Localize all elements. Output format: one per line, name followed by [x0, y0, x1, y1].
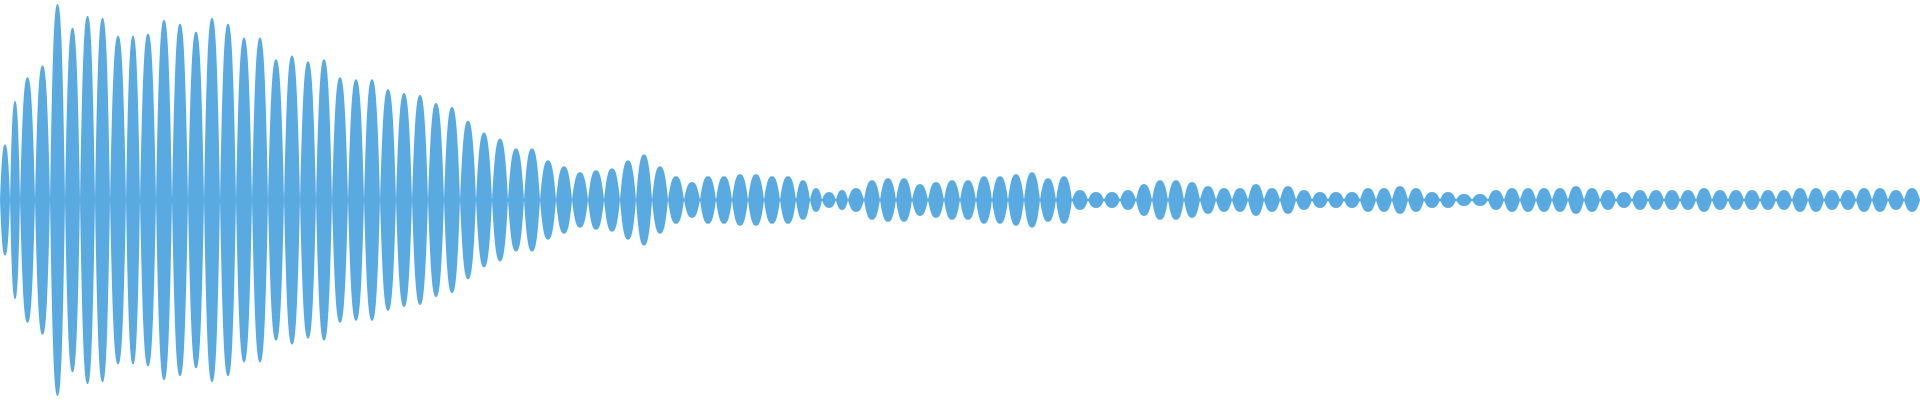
- waveform-center-line: [0, 199, 1920, 201]
- waveform-lobes: [0, 3, 1920, 397]
